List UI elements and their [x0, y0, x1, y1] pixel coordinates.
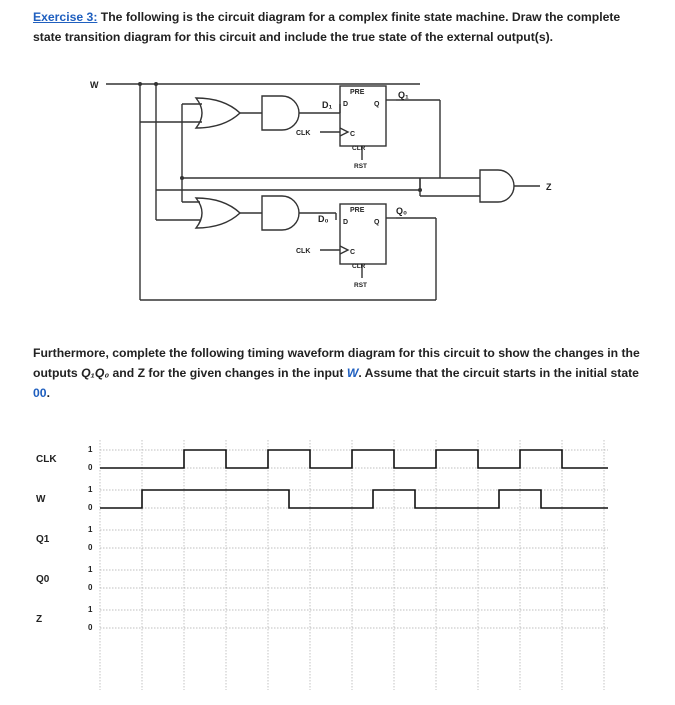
w-waveform [100, 489, 608, 509]
signal-high-q1: 1 [88, 525, 93, 534]
and-gate-output [479, 169, 515, 203]
timing-text-a: Furthermore, complete the following timi… [33, 346, 640, 380]
ff1-c: C [350, 131, 355, 138]
signal-high-w: 1 [88, 485, 93, 494]
and-gate-top [261, 95, 300, 131]
ff1-clr: CLR [352, 145, 366, 152]
d0-label: D₀ [318, 214, 329, 224]
clk-label-top: CLK [296, 130, 310, 137]
exercise-text: The following is the circuit diagram for… [33, 10, 621, 44]
signal-name-w: W [36, 494, 46, 505]
timing-text-b: and [109, 366, 138, 380]
ff0-q: Q [374, 219, 380, 226]
q0-label: Q₀ [396, 206, 407, 216]
ff1-pre: PRE [350, 89, 365, 96]
and-gate-bottom [261, 195, 300, 231]
signal-name-z: Z [36, 614, 42, 625]
or-gate-bottom [194, 197, 242, 229]
signal-high-clk: 1 [88, 445, 93, 454]
clk-label-bottom: CLK [296, 248, 310, 255]
ff1-q: Q [374, 101, 380, 108]
signal-low-w: 0 [88, 503, 93, 512]
or-gate-top [194, 97, 242, 129]
outputs-label: Q₁Q₀ [81, 366, 110, 380]
exercise-title: Exercise 3: [33, 10, 98, 24]
signal-low-q0: 0 [88, 583, 93, 592]
ff0-pre: PRE [350, 207, 365, 214]
ff0-clr: CLR [352, 263, 366, 270]
w-label: W [346, 366, 359, 380]
ff0-rst: RST [354, 282, 367, 289]
clk-waveform [100, 449, 608, 469]
signal-name-q0: Q0 [36, 574, 50, 585]
signal-low-clk: 0 [88, 463, 93, 472]
timing-text-d: . Assume that the circuit starts in the … [358, 366, 639, 380]
signal-name-clk: CLK [36, 454, 57, 465]
exercise-statement: Exercise 3: The following is the circuit… [33, 7, 643, 47]
flip-flop-q1 [339, 85, 387, 147]
signal-name-q1: Q1 [36, 534, 50, 545]
d1-label: D₁ [322, 100, 332, 110]
input-w-label: W [90, 80, 99, 90]
q1-label: Q₁ [398, 90, 409, 100]
z-label: Z [137, 366, 146, 380]
ff1-rst: RST [354, 163, 367, 170]
ff0-d: D [343, 219, 348, 226]
ff1-d: D [343, 101, 348, 108]
signal-low-z: 0 [88, 623, 93, 632]
ff0-c: C [350, 249, 355, 256]
timing-instructions: Furthermore, complete the following timi… [33, 343, 643, 403]
timing-text-c: for the given changes in the input [145, 366, 347, 380]
initial-state: 00 [33, 386, 47, 400]
signal-high-q0: 1 [88, 565, 93, 574]
flip-flop-q0 [339, 203, 387, 265]
signal-high-z: 1 [88, 605, 93, 614]
output-z-label: Z [546, 182, 552, 192]
timing-text-e: . [46, 386, 50, 400]
signal-low-q1: 0 [88, 543, 93, 552]
circuit-diagram: W Z D₁ Q₁ PRE D Q C CLR RST CLK D₀ Q₀ PR… [90, 80, 552, 301]
